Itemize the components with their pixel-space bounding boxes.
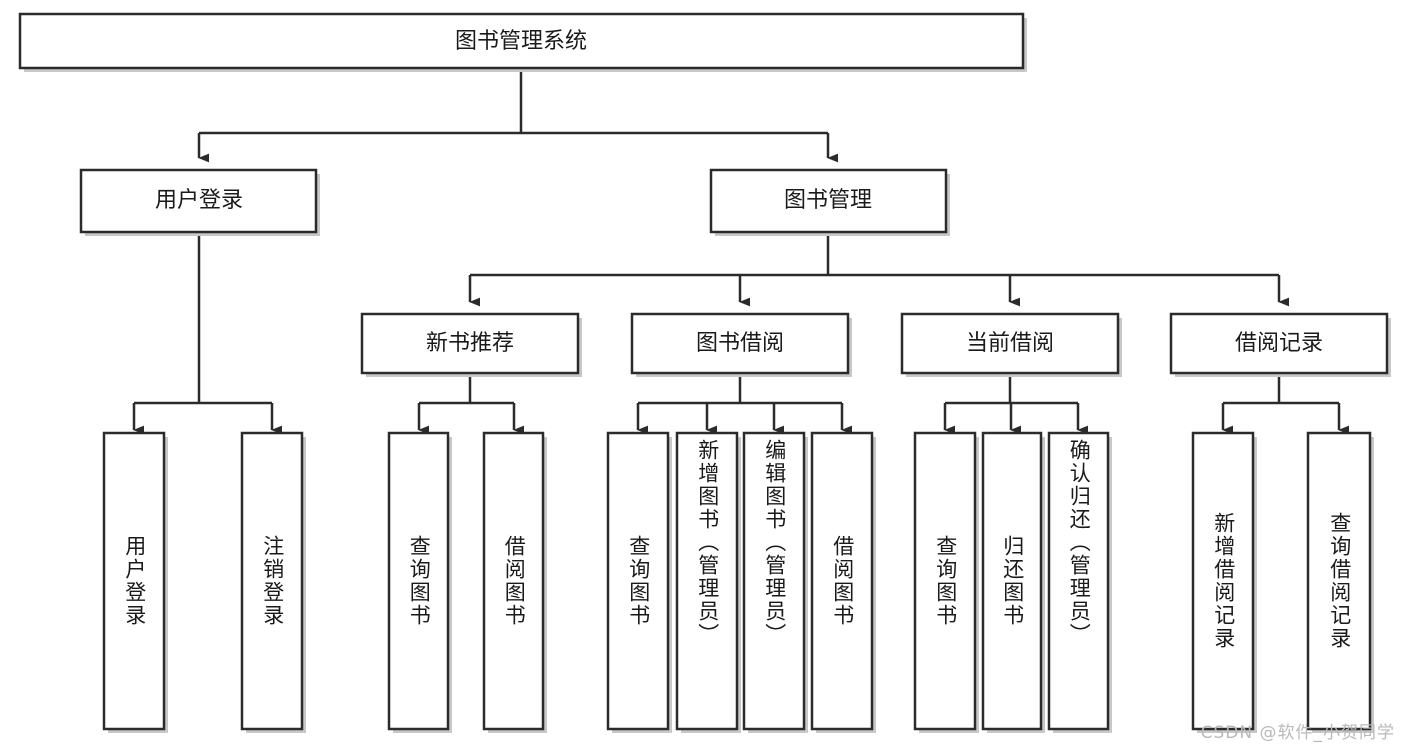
leaf-box-current-borrow-2[interactable] [1047, 431, 1110, 731]
leaf-box-user-login-0[interactable] [102, 431, 166, 731]
watermark-text: CSDN @软件_小贺同学 [1200, 723, 1395, 743]
leaf-box-new-book-1[interactable] [482, 431, 545, 731]
leaf-box-current-borrow-1[interactable] [981, 431, 1043, 731]
leaf-box-book-borrow-2[interactable] [742, 431, 806, 731]
leaf-box-borrow-record-0[interactable] [1191, 431, 1255, 731]
leaf-box-current-borrow-0[interactable] [913, 431, 977, 731]
leaf-box-book-borrow-1[interactable] [675, 431, 739, 731]
node-borrow-record-label: 借阅记录 [1235, 331, 1323, 356]
connector-group [132, 68, 1350, 435]
leaf-box-borrow-record-1[interactable] [1306, 431, 1372, 731]
leaf-box-book-borrow-0[interactable] [606, 431, 670, 731]
node-book-borrow-label: 图书借阅 [696, 331, 784, 356]
node-user-login[interactable]: 用户登录 [79, 168, 320, 236]
node-user-login-label: 用户登录 [155, 188, 243, 213]
node-book-borrow[interactable]: 图书借阅 [630, 312, 852, 377]
node-new-book[interactable]: 新书推荐 [360, 312, 582, 377]
node-book-manage-label: 图书管理 [784, 188, 872, 213]
node-book-manage[interactable]: 图书管理 [709, 168, 950, 236]
node-current-borrow-label: 当前借阅 [966, 331, 1054, 356]
node-root[interactable]: 图书管理系统 [18, 12, 1027, 72]
node-borrow-record[interactable]: 借阅记录 [1169, 312, 1391, 377]
leaf-box-new-book-0[interactable] [387, 431, 450, 731]
node-new-book-label: 新书推荐 [426, 331, 514, 356]
node-current-borrow[interactable]: 当前借阅 [900, 312, 1122, 377]
leaf-box-user-login-1[interactable] [240, 431, 304, 731]
leaf-box-group [102, 431, 1374, 733]
leaf-box-book-borrow-3[interactable] [810, 431, 874, 731]
node-root-label: 图书管理系统 [455, 29, 587, 54]
